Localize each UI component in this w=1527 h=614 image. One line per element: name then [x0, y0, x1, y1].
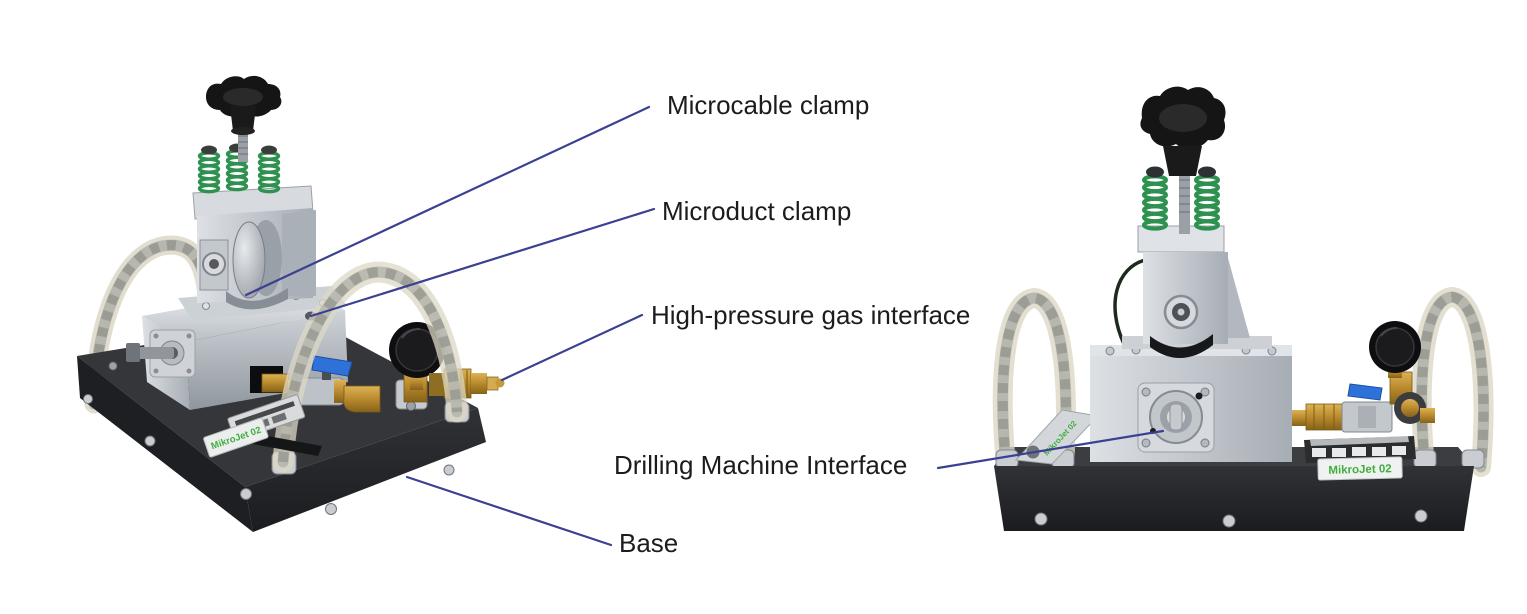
callout-line-gas-interface	[500, 313, 644, 382]
right-machine-plumbing	[1292, 321, 1435, 433]
right-machine-photo: MikroJet 02	[992, 86, 1494, 531]
callout-line-microduct-clamp	[309, 207, 656, 318]
left-machine-right-chain	[271, 261, 470, 475]
left-machine-pressure-gauge	[389, 322, 445, 390]
left-machine-valve-handle	[311, 355, 353, 380]
left-machine-photo: MikroJet 02	[77, 75, 505, 532]
right-machine-adjust-knob	[1140, 86, 1226, 234]
right-machine-valve-handle	[1347, 383, 1383, 401]
left-machine-gas-quick-connect	[429, 368, 505, 399]
left-machine-clamp-tower	[192, 185, 316, 310]
right-machine-base-block	[1090, 345, 1292, 462]
label-gas-interface: High-pressure gas interface	[651, 300, 971, 330]
right-machine-cable	[1113, 258, 1146, 345]
callout-line-base	[405, 475, 613, 547]
right-machine-clamp-tower	[1113, 225, 1272, 359]
right-machine-right-chain	[1411, 286, 1494, 477]
callout-line-microcable-clamp	[244, 105, 651, 297]
label-base: Base	[619, 528, 679, 558]
left-machine-adjust-knob	[206, 75, 282, 162]
right-machine-name-label: MikroJet 02	[1317, 456, 1403, 481]
label-microduct-clamp: Microduct clamp	[662, 196, 852, 226]
label-drilling-interface: Drilling Machine Interface	[614, 450, 908, 480]
left-machine-springs	[197, 143, 281, 194]
right-machine-left-chain	[992, 287, 1076, 475]
right-machine-springs	[1142, 166, 1220, 231]
right-machine-base-front	[994, 466, 1474, 531]
label-microcable-clamp: Microcable clamp	[667, 90, 870, 120]
right-machine-drill-flange	[1137, 382, 1215, 453]
left-machine-roller	[226, 220, 288, 310]
callout-lines	[244, 105, 1165, 547]
right-machine-pressure-gauge	[1369, 321, 1421, 378]
callout-line-drilling-interface	[936, 429, 1165, 470]
right-machine-name-text: MikroJet 02	[1328, 463, 1392, 477]
right-machine-spec-plate	[1304, 436, 1416, 463]
